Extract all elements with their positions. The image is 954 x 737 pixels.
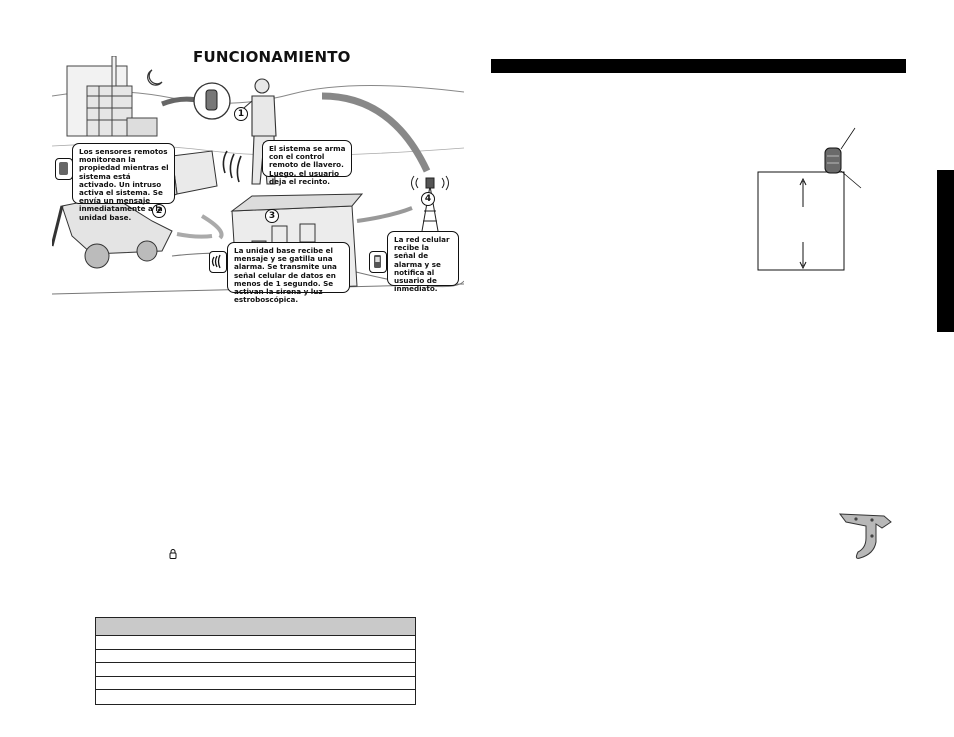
range-diagram [757,127,862,271]
page-title: FUNCIONAMIENTO [193,48,351,66]
callout-arm: El sistema se arma con el control remoto… [262,140,352,185]
table-row [96,690,415,703]
signal-icon [209,251,227,273]
table-header [96,618,415,636]
callout-cellular: La red celular recibe la señal de alarma… [387,231,459,293]
callout-sensors: Los sensores remotos monitorean la propi… [72,143,175,221]
sensor-icon [55,158,73,180]
step-number: 2 [152,204,166,218]
keyfob-icon [824,147,842,174]
construction-building [66,56,158,137]
lock-icon [169,549,177,559]
table-row [96,650,415,663]
excavator [52,195,173,269]
table-row [96,636,415,650]
cell-tower [411,175,449,232]
step-number: 1 [234,107,248,121]
table-row [96,663,415,677]
step-number: 4 [421,192,435,206]
phone-icon [369,251,387,273]
step-number: 3 [265,209,279,223]
section-header-bar [491,59,906,73]
table-row [96,677,415,690]
spec-table [95,617,416,705]
bracket-icon [838,513,892,559]
side-tab [937,170,954,332]
callout-base-unit: La unidad base recibe el mensaje y se ga… [227,242,350,304]
moon-icon [147,69,163,86]
